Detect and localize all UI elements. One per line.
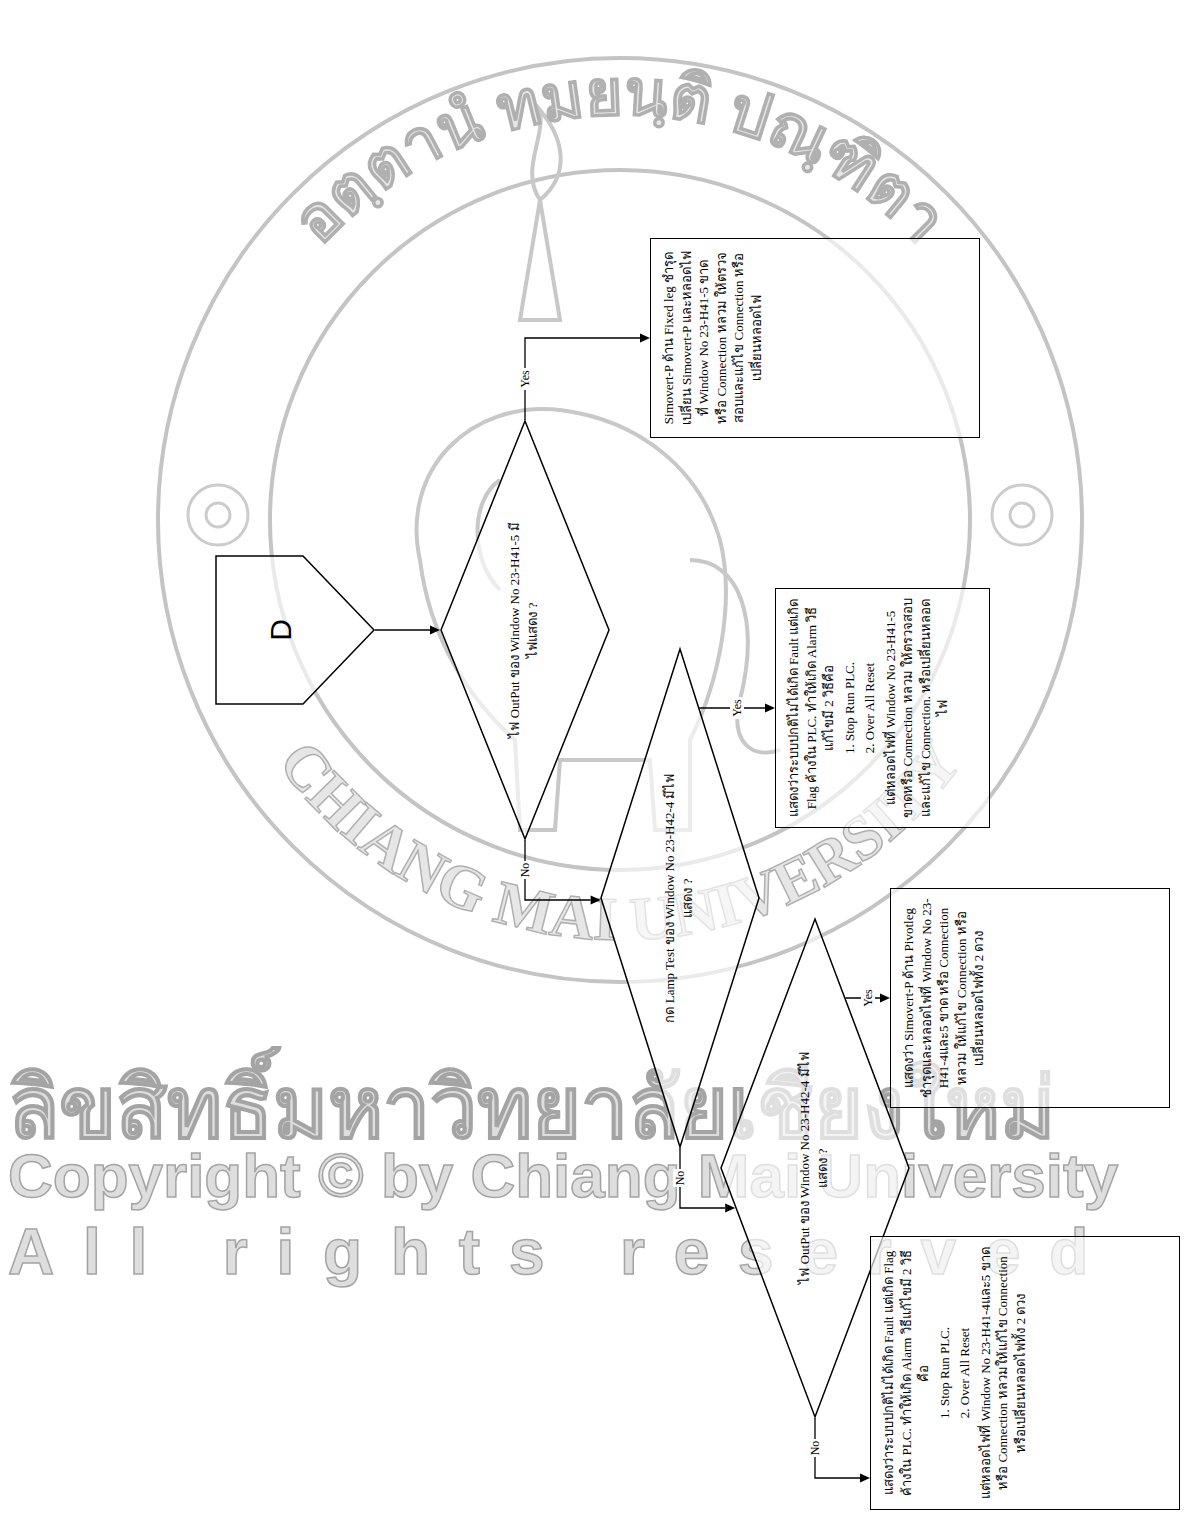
node-text-group: กด Lamp Test ของ Window No 23-H42-4 มีไฟ… [660, 768, 699, 1028]
edge-label: Yes [518, 368, 532, 389]
node-text: 1. Stop Run PLC. [936, 1246, 954, 1500]
node-text: แต่หลอดไฟที่ Window No 23-H41-4และ5 ขาดห… [977, 1246, 1030, 1500]
flower-ornament [188, 485, 1052, 545]
process-box: แสดงว่าระบบปกติไม่ได้เกิด Fault แต่เกิด … [775, 588, 990, 828]
logo-motto: อตฺตานํ ทมยนฺติ ปณฺฑิตา [280, 58, 960, 257]
node-text: Simovert-P ด้าน Fixed leg ชำรุดเปลี่ยน S… [660, 248, 765, 428]
flow-connector [815, 1418, 870, 1483]
node-text: กด Lamp Test ของ Window No 23-H42-4 มีไฟ… [661, 768, 696, 1028]
arrowhead [430, 626, 440, 635]
logo-motto-text: อตฺตานํ ทมยนฺติ ปณฺฑิตา [280, 58, 960, 257]
torch-figure [520, 110, 561, 320]
node-text-group: แสดงว่าระบบปกติไม่ได้เกิด Fault แต่เกิด … [776, 589, 963, 827]
connector-line [375, 629, 430, 630]
arrowhead [880, 994, 890, 1003]
decision-diamond: กด Lamp Test ของ Window No 23-H42-4 มีไฟ… [600, 648, 760, 1148]
node-text: แสดงว่า Simovert-P ด้าน Pivotleg ชำรุดแล… [900, 898, 988, 1098]
arrowhead [860, 1474, 870, 1483]
arrowhead [640, 334, 650, 343]
flow-connector [375, 626, 440, 635]
arrowhead [765, 704, 775, 713]
edge-label: No [808, 1439, 822, 1458]
flow-connector [525, 334, 650, 421]
flow-connector [525, 840, 601, 905]
node-text: ไฟ OutPut ของ Window No 23-H42-4 มีไฟแสด… [796, 1038, 831, 1298]
diamond-outline [601, 649, 759, 1147]
node-text: แต่หลอดไฟที่ Window No 23-H41-5 ขาดหรือ … [882, 598, 952, 818]
arrowhead [725, 1204, 735, 1213]
node-text-group: ไฟ OutPut ของ Window No 23-H41-5 มีไฟแสด… [505, 521, 544, 739]
node-text: 1. Stop Run PLC. [841, 598, 859, 818]
node-text: แสดงว่าระบบปกติไม่ได้เกิด Fault แต่เกิด … [785, 598, 838, 818]
edge-label: No [673, 1169, 687, 1188]
node-text-group: Simovert-P ด้าน Fixed leg ชำรุดเปลี่ยน S… [651, 239, 776, 437]
process-box: แสดงว่าระบบปกติไม่ได้เกิด Fault แต่เกิด … [870, 1236, 1180, 1510]
process-box: Simovert-P ด้าน Fixed leg ชำรุดเปลี่ยน S… [650, 238, 980, 438]
connector-line [525, 840, 591, 900]
offpage-connector: D [215, 555, 375, 705]
node-text: แสดงว่าระบบปกติไม่ได้เกิด Fault แต่เกิด … [880, 1246, 933, 1500]
copyright-watermark: Copyright © by Chiang Mai University [8, 1140, 1118, 1211]
connector-line [525, 338, 640, 420]
node-text: 2. Over All Reset [956, 1246, 974, 1500]
process-box: แสดงว่า Simovert-P ด้าน Pivotleg ชำรุดแล… [890, 888, 1170, 1108]
node-text-group: ไฟ OutPut ของ Window No 23-H42-4 มีไฟแสด… [795, 1038, 834, 1298]
node-text: 2. Over All Reset [861, 598, 879, 818]
diamond-outline [441, 421, 609, 839]
decision-diamond: ไฟ OutPut ของ Window No 23-H41-5 มีไฟแสด… [440, 420, 610, 840]
edge-label: No [518, 861, 532, 880]
node-text: D [261, 555, 302, 705]
node-text-group: แสดงว่า Simovert-P ด้าน Pivotleg ชำรุดแล… [891, 889, 999, 1107]
edge-label: Yes [861, 987, 875, 1008]
edge-label: Yes [730, 697, 744, 718]
pentagon-outline [216, 556, 374, 704]
node-text-group: แสดงว่าระบบปกติไม่ได้เกิด Fault แต่เกิด … [871, 1237, 1040, 1509]
node-text-group: D [260, 555, 305, 705]
node-text: ไฟ OutPut ของ Window No 23-H41-5 มีไฟแสด… [506, 521, 541, 739]
arrowhead [591, 896, 601, 905]
